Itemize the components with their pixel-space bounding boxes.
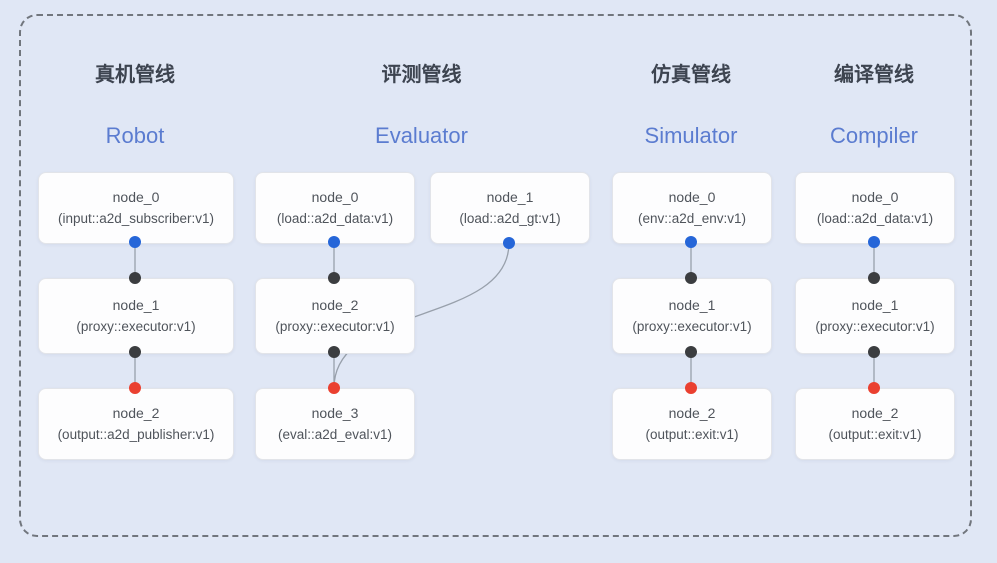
pipeline-title-zh-simulator: 仿真管线: [651, 64, 731, 86]
port-dot-black-icon: [868, 272, 880, 284]
pipeline-title-zh-evaluator: 评测管线: [381, 64, 462, 86]
port-dot-black-icon: [685, 346, 697, 358]
node-name: node_1: [851, 297, 899, 313]
node-type: (eval::a2d_eval:v1): [277, 427, 393, 442]
port-dot-red-icon: [328, 382, 340, 394]
port-dot-red-icon: [129, 382, 141, 394]
node-card-robot-node2: node_2 (output::a2d_publisher:v1): [38, 388, 234, 460]
node-card-evaluator-node3: node_3 (eval::a2d_eval:v1): [255, 388, 415, 460]
node-card-robot-node1: node_1 (proxy::executor:v1): [38, 278, 234, 354]
node-type: (proxy::executor:v1): [76, 319, 196, 334]
node-card-evaluator-node1: node_1 (load::a2d_gt:v1): [430, 172, 590, 244]
node-type: (env::a2d_env:v1): [637, 211, 747, 226]
node-type: (output::exit:v1): [645, 427, 739, 442]
node-card-evaluator-node2: node_2 (proxy::executor:v1): [255, 278, 415, 354]
node-name: node_2: [311, 297, 359, 313]
node-type: (load::a2d_data:v1): [816, 211, 934, 226]
node-card-evaluator-node0: node_0 (load::a2d_data:v1): [255, 172, 415, 244]
port-dot-red-icon: [868, 382, 880, 394]
port-dot-black-icon: [328, 272, 340, 284]
pipeline-title-en-simulator: Simulator: [644, 123, 738, 148]
node-name: node_2: [668, 405, 716, 421]
node-name: node_1: [486, 189, 534, 205]
node-type: (output::exit:v1): [828, 427, 922, 442]
pipeline-title-en-compiler: Compiler: [829, 123, 919, 148]
node-name: node_0: [668, 189, 716, 205]
pipeline-title-zh-compiler: 编译管线: [834, 64, 914, 86]
node-type: (proxy::executor:v1): [815, 319, 935, 334]
port-dot-blue-icon: [503, 237, 515, 249]
port-dot-black-icon: [685, 272, 697, 284]
node-name: node_0: [851, 189, 899, 205]
node-type: (input::a2d_subscriber:v1): [57, 211, 215, 226]
port-dot-blue-icon: [328, 236, 340, 248]
pipeline-title-zh-robot: 真机管线: [95, 64, 175, 86]
port-dot-black-icon: [129, 272, 141, 284]
node-card-simulator-node2: node_2 (output::exit:v1): [612, 388, 772, 460]
port-dot-black-icon: [129, 346, 141, 358]
node-card-compiler-node1: node_1 (proxy::executor:v1): [795, 278, 955, 354]
node-name: node_2: [851, 405, 899, 421]
node-type: (proxy::executor:v1): [275, 319, 395, 334]
node-type: (proxy::executor:v1): [632, 319, 752, 334]
node-name: node_2: [112, 405, 160, 421]
node-name: node_3: [311, 405, 359, 421]
wire-eval-1-3-curve: [333, 242, 510, 389]
node-card-simulator-node0: node_0 (env::a2d_env:v1): [612, 172, 772, 244]
node-name: node_0: [112, 189, 160, 205]
port-dot-blue-icon: [685, 236, 697, 248]
port-dot-black-icon: [328, 346, 340, 358]
port-dot-blue-icon: [868, 236, 880, 248]
node-card-robot-node0: node_0 (input::a2d_subscriber:v1): [38, 172, 234, 244]
node-type: (load::a2d_data:v1): [276, 211, 394, 226]
node-name: node_1: [668, 297, 716, 313]
node-name: node_1: [112, 297, 160, 313]
node-name: node_0: [311, 189, 359, 205]
port-dot-black-icon: [868, 346, 880, 358]
port-dot-blue-icon: [129, 236, 141, 248]
node-card-compiler-node0: node_0 (load::a2d_data:v1): [795, 172, 955, 244]
pipeline-title-en-evaluator: Evaluator: [375, 123, 468, 148]
dashed-border: [19, 14, 972, 537]
port-dot-red-icon: [685, 382, 697, 394]
node-type: (load::a2d_gt:v1): [459, 211, 561, 226]
node-card-simulator-node1: node_1 (proxy::executor:v1): [612, 278, 772, 354]
node-type: (output::a2d_publisher:v1): [57, 427, 215, 442]
node-card-compiler-node2: node_2 (output::exit:v1): [795, 388, 955, 460]
pipeline-title-en-robot: Robot: [105, 123, 165, 148]
